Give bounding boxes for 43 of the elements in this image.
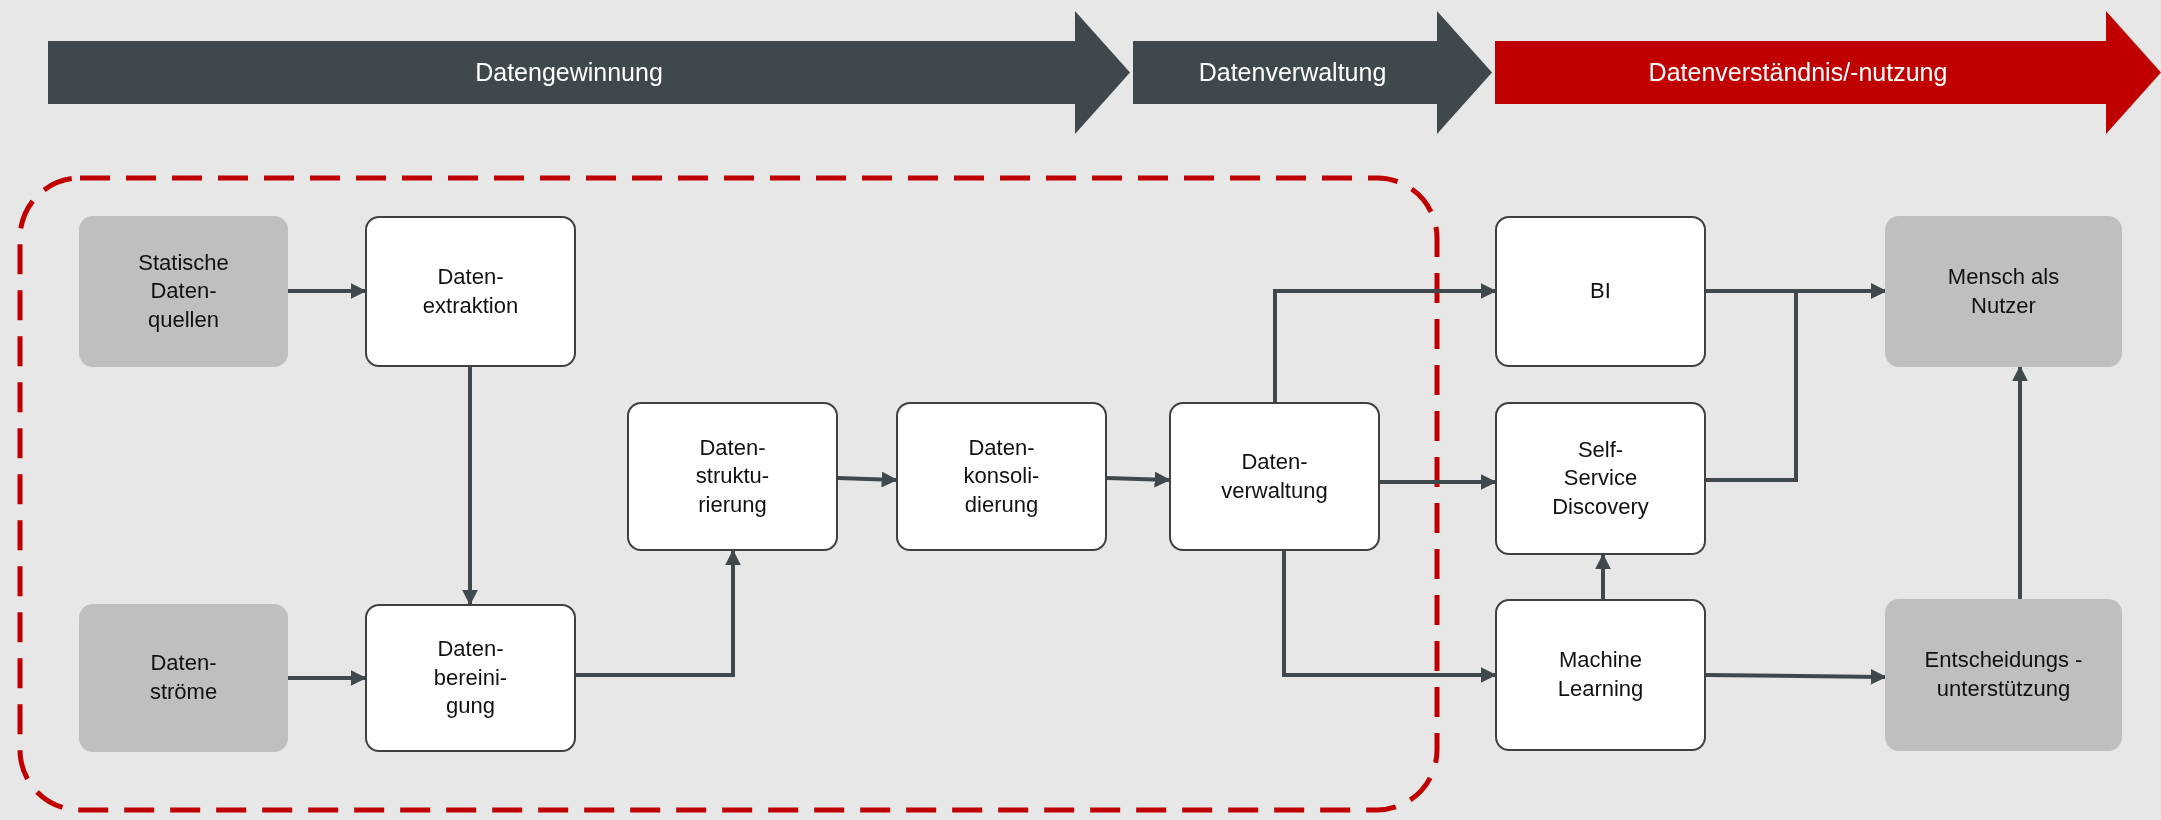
process-box [1495,599,1706,751]
box-label: Mensch als Nutzer [1946,262,2061,320]
process-box [1495,216,1706,367]
arrow [462,367,478,606]
source-box [1885,216,2122,367]
box-label: Statische Daten- quellen [137,248,230,334]
arrow [288,283,367,299]
source-box [79,216,288,367]
process-box [365,216,576,367]
process-box [896,402,1107,551]
arrow [1106,471,1171,488]
box-label: Daten- konsoli- dierung [962,433,1041,519]
arrow [1595,553,1611,599]
box-label: Machine Learning [1556,646,1645,703]
phase-banner [1133,11,1492,134]
process-box [1169,402,1380,551]
arrow [1380,474,1497,490]
process-box [365,604,576,752]
box-label: Entscheidungs -unterstützung [1923,646,2084,703]
box-label: Daten- verwaltung [1220,447,1329,505]
process-box [627,402,838,551]
arrow [1273,283,1497,402]
arrow [1705,668,1887,685]
box-label: Self- Service Discovery [1551,435,1650,521]
box-label: BI [1589,277,1612,306]
dashed-region [17,175,1440,813]
box-label: Daten- ströme [148,649,219,706]
phase-label: Datengewinnung [474,57,664,89]
source-box [79,604,288,752]
phase-banner [48,11,1130,134]
arrow [837,471,898,488]
box-label: Daten- struktu- rierung [694,433,771,519]
arrow [1282,551,1497,683]
source-box [1885,599,2122,751]
process-box [1495,402,1706,555]
arrow [576,549,741,677]
box-label: Daten- bereini- gung [432,635,509,721]
phase-label: Datenverständnis/-nutzung [1647,57,1949,89]
arrow [2012,365,2028,599]
phase-banner [1495,11,2161,134]
box-label: Daten- extraktion [421,262,520,320]
phase-label: Datenverwaltung [1197,57,1388,89]
arrow [288,670,367,686]
